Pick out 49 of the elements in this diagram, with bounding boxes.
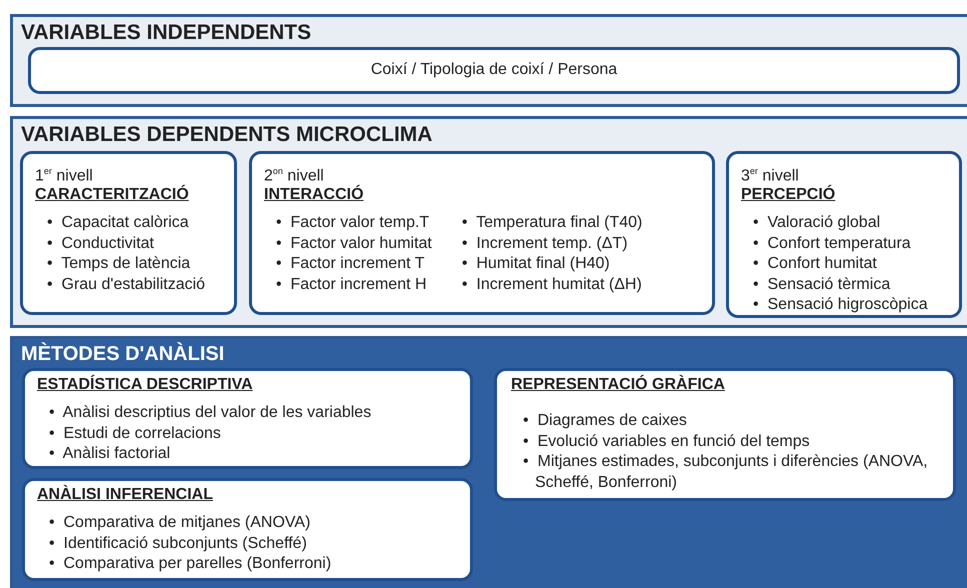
card-heading: ANÀLISI INFERENCIAL — [37, 485, 214, 505]
card-heading: ESTADÍSTICA DESCRIPTIVA — [37, 375, 254, 395]
level-label: 2$^{on}$ nivell — [264, 165, 325, 184]
list-item: • Sensació higroscòpica — [753, 295, 928, 316]
content-card — [20, 151, 237, 315]
section-panel — [10, 116, 967, 328]
card-heading: INTERACCIÓ — [264, 185, 365, 206]
list-item: • Temperatura final (T40) — [462, 213, 642, 234]
card-heading: PERCEPCIÓ — [741, 185, 836, 206]
list-item: • Temps de latència — [47, 254, 192, 274]
list-item: • Comparativa de mitjanes (ANOVA) — [49, 513, 312, 533]
section-title: MÈTODES D'ANÀLISI — [21, 343, 224, 366]
list-item: • Factor valor humitat — [276, 234, 432, 254]
section-panel — [10, 336, 967, 588]
list-item: • Conductivitat — [47, 234, 155, 254]
list-item: • Confort temperatura — [753, 234, 912, 254]
level-label: 3$^{er}$ nivell — [741, 165, 800, 184]
list-item: • Estudi de correlacions — [49, 424, 222, 444]
card-heading: REPRESENTACIÓ GRÀFICA — [511, 375, 726, 395]
section-panel — [10, 14, 967, 107]
list-item: • Identificació subconjunts (Scheffé) — [49, 534, 308, 554]
section-title: VARIABLES INDEPENDENTS — [21, 21, 312, 45]
list-item: • Increment humitat (ΔH) — [462, 274, 642, 295]
list-item: • Humitat final (H40) — [462, 254, 611, 274]
content-card — [28, 47, 960, 94]
list-item: • Factor valor temp.T — [276, 213, 430, 234]
list-item: • Factor increment T — [276, 254, 426, 274]
list-item: • Grau d'estabilització — [47, 274, 206, 295]
list-item: • Comparativa per parelles (Bonferroni) — [49, 554, 332, 574]
section-title: VARIABLES DEPENDENTS MICROCLIMA — [21, 123, 432, 147]
card-heading: CARACTERITZACIÓ — [35, 185, 190, 206]
content-card — [22, 478, 473, 581]
content-card — [22, 368, 473, 469]
list-item: • Evolució variables en funció del temps — [523, 432, 811, 452]
list-item: • Factor increment H — [276, 274, 428, 295]
list-item: • Sensació tèrmica — [753, 274, 892, 295]
list-item: • Diagrames de caixes — [523, 411, 688, 431]
content-card — [726, 151, 962, 318]
list-item: • Capacitat calòrica — [47, 213, 190, 234]
variables-text: Coixí / Tipologia de coixí / Persona — [370, 60, 618, 80]
level-label: 1$^{er}$ nivell — [35, 165, 94, 184]
list-item: • Valoració global — [753, 213, 882, 234]
list-item: • Increment temp. (ΔT) — [462, 234, 629, 254]
list-item: • Confort humitat — [753, 254, 878, 274]
list-item: • Anàlisi factorial — [49, 444, 172, 464]
list-item: • Anàlisi descriptius del valor de les variables — [49, 403, 372, 423]
list-item: • Mitjanes estimades, subconjunts i diferències (ANOVA, Scheffé, Bonferroni) — [523, 452, 929, 492]
content-card — [494, 368, 956, 501]
content-card — [249, 151, 715, 315]
